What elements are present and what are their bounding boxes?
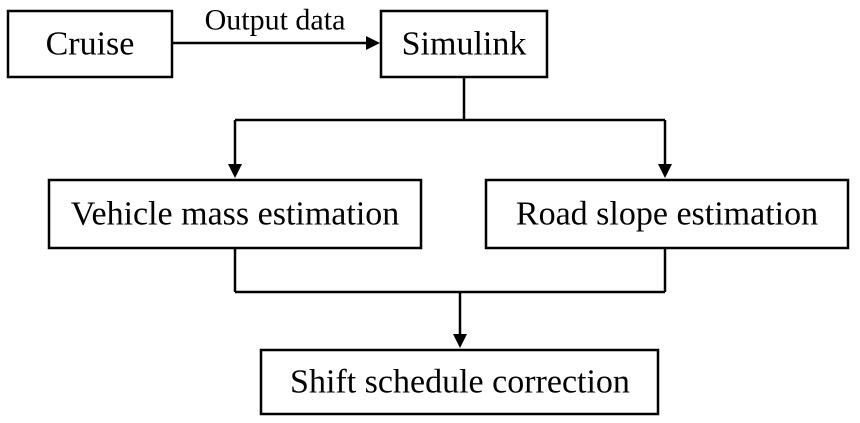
edge-cruise-to-simulink: Output data — [172, 4, 380, 50]
node-shift-schedule: Shift schedule correction — [259, 348, 660, 416]
node-vehicle-mass-box — [47, 178, 423, 250]
connector-merge — [233, 248, 667, 348]
arrowhead-shift-schedule — [453, 334, 467, 348]
node-shift-schedule-box — [259, 348, 660, 416]
node-shift-schedule-label: Shift schedule correction — [290, 364, 630, 401]
arrowhead-vehicle-mass — [228, 164, 242, 178]
node-cruise: Cruise — [6, 9, 174, 79]
node-simulink-box — [379, 9, 549, 79]
node-road-slope-box — [484, 178, 850, 250]
arrowhead-road-slope — [658, 164, 672, 178]
node-road-slope-label: Road slope estimation — [516, 196, 818, 233]
node-simulink: Simulink — [379, 9, 549, 79]
node-cruise-box — [6, 9, 174, 79]
node-simulink-label: Simulink — [402, 26, 527, 63]
node-vehicle-mass: Vehicle mass estimation — [47, 178, 423, 250]
node-cruise-label: Cruise — [46, 26, 135, 63]
node-road-slope: Road slope estimation — [484, 178, 850, 250]
node-vehicle-mass-label: Vehicle mass estimation — [71, 196, 400, 233]
connector-split — [228, 77, 672, 178]
arrowhead-simulink — [366, 36, 380, 50]
edge-output-data-label: Output data — [205, 4, 346, 37]
